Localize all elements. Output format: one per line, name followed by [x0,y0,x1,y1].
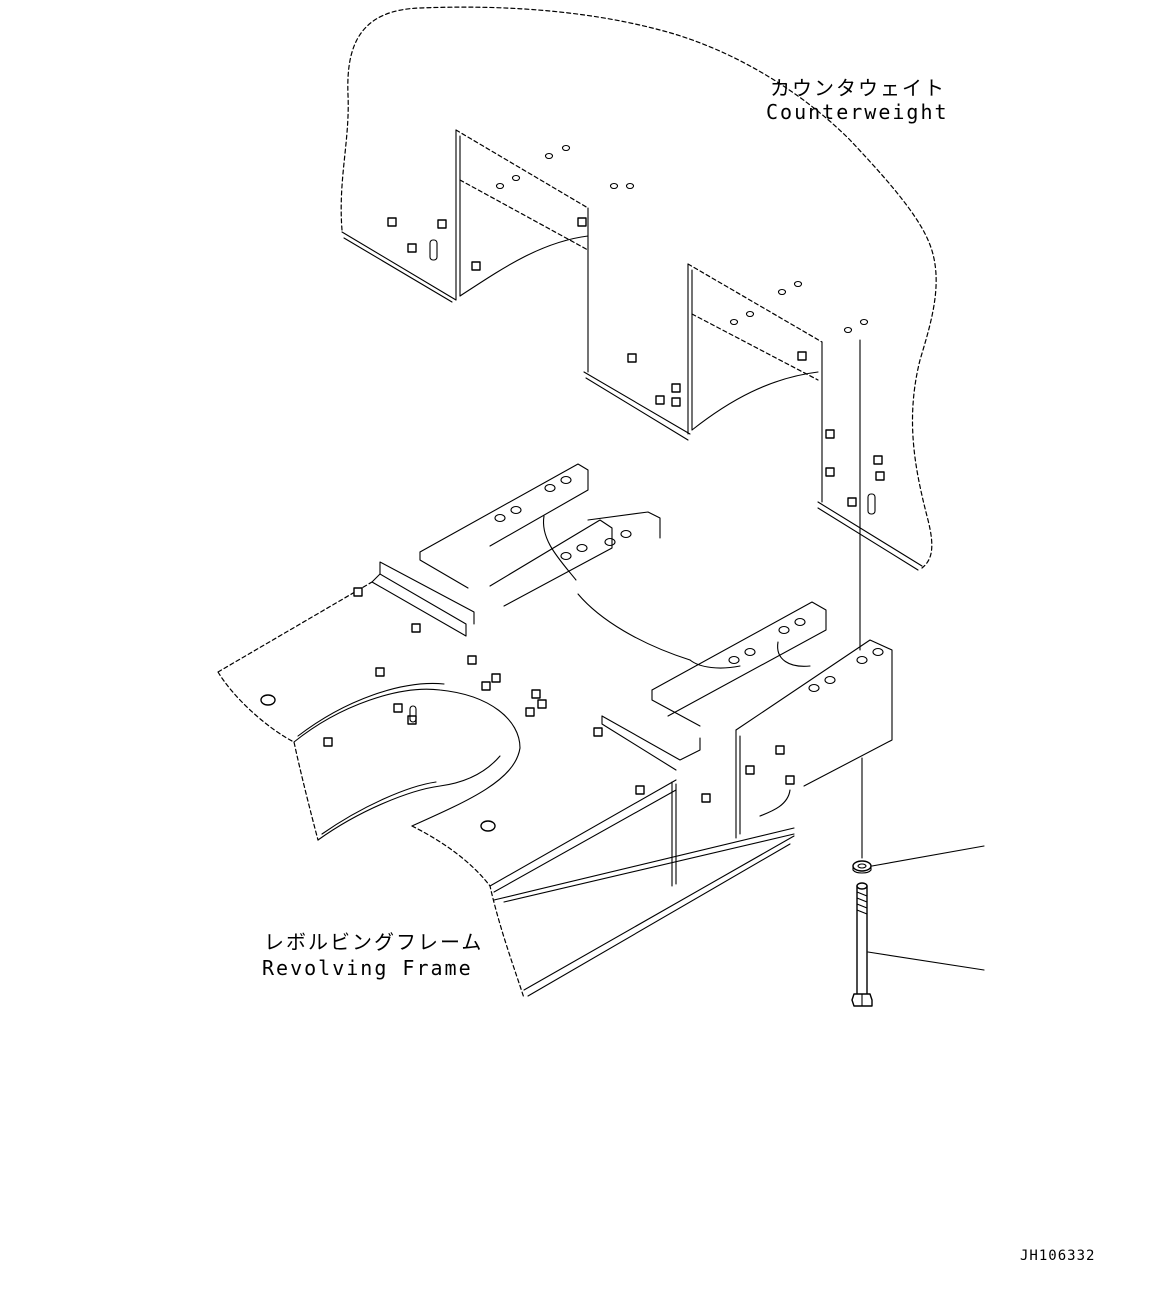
washer [852,860,872,874]
counterweight-slot-left [429,239,438,261]
counterweight-part [340,6,937,571]
counterweight-outline [340,6,937,569]
counterweight-bolt-holes [495,144,869,334]
bolt-assembly [851,339,985,1007]
frame-nuts [323,587,795,803]
leader-washer [871,845,985,867]
counterweight-nuts [387,217,885,507]
frame-label-en: Revolving Frame [262,956,473,980]
frame-boss-center [480,820,496,832]
counterweight-slot-right [867,493,876,515]
frame-slot [409,705,417,723]
frame-label-ja: レボルビングフレーム [264,930,484,954]
drawing-code: JH106332 [1020,1248,1096,1264]
frame-boss-left [260,694,276,706]
counterweight-label-ja: カウンタウェイト [770,76,946,100]
revolving-frame-part [217,463,893,999]
frame-bolt-holes [494,475,884,693]
hex-bolt [851,882,873,1007]
counterweight-label-en: Counterweight [766,100,949,124]
leader-bolt [867,951,985,971]
